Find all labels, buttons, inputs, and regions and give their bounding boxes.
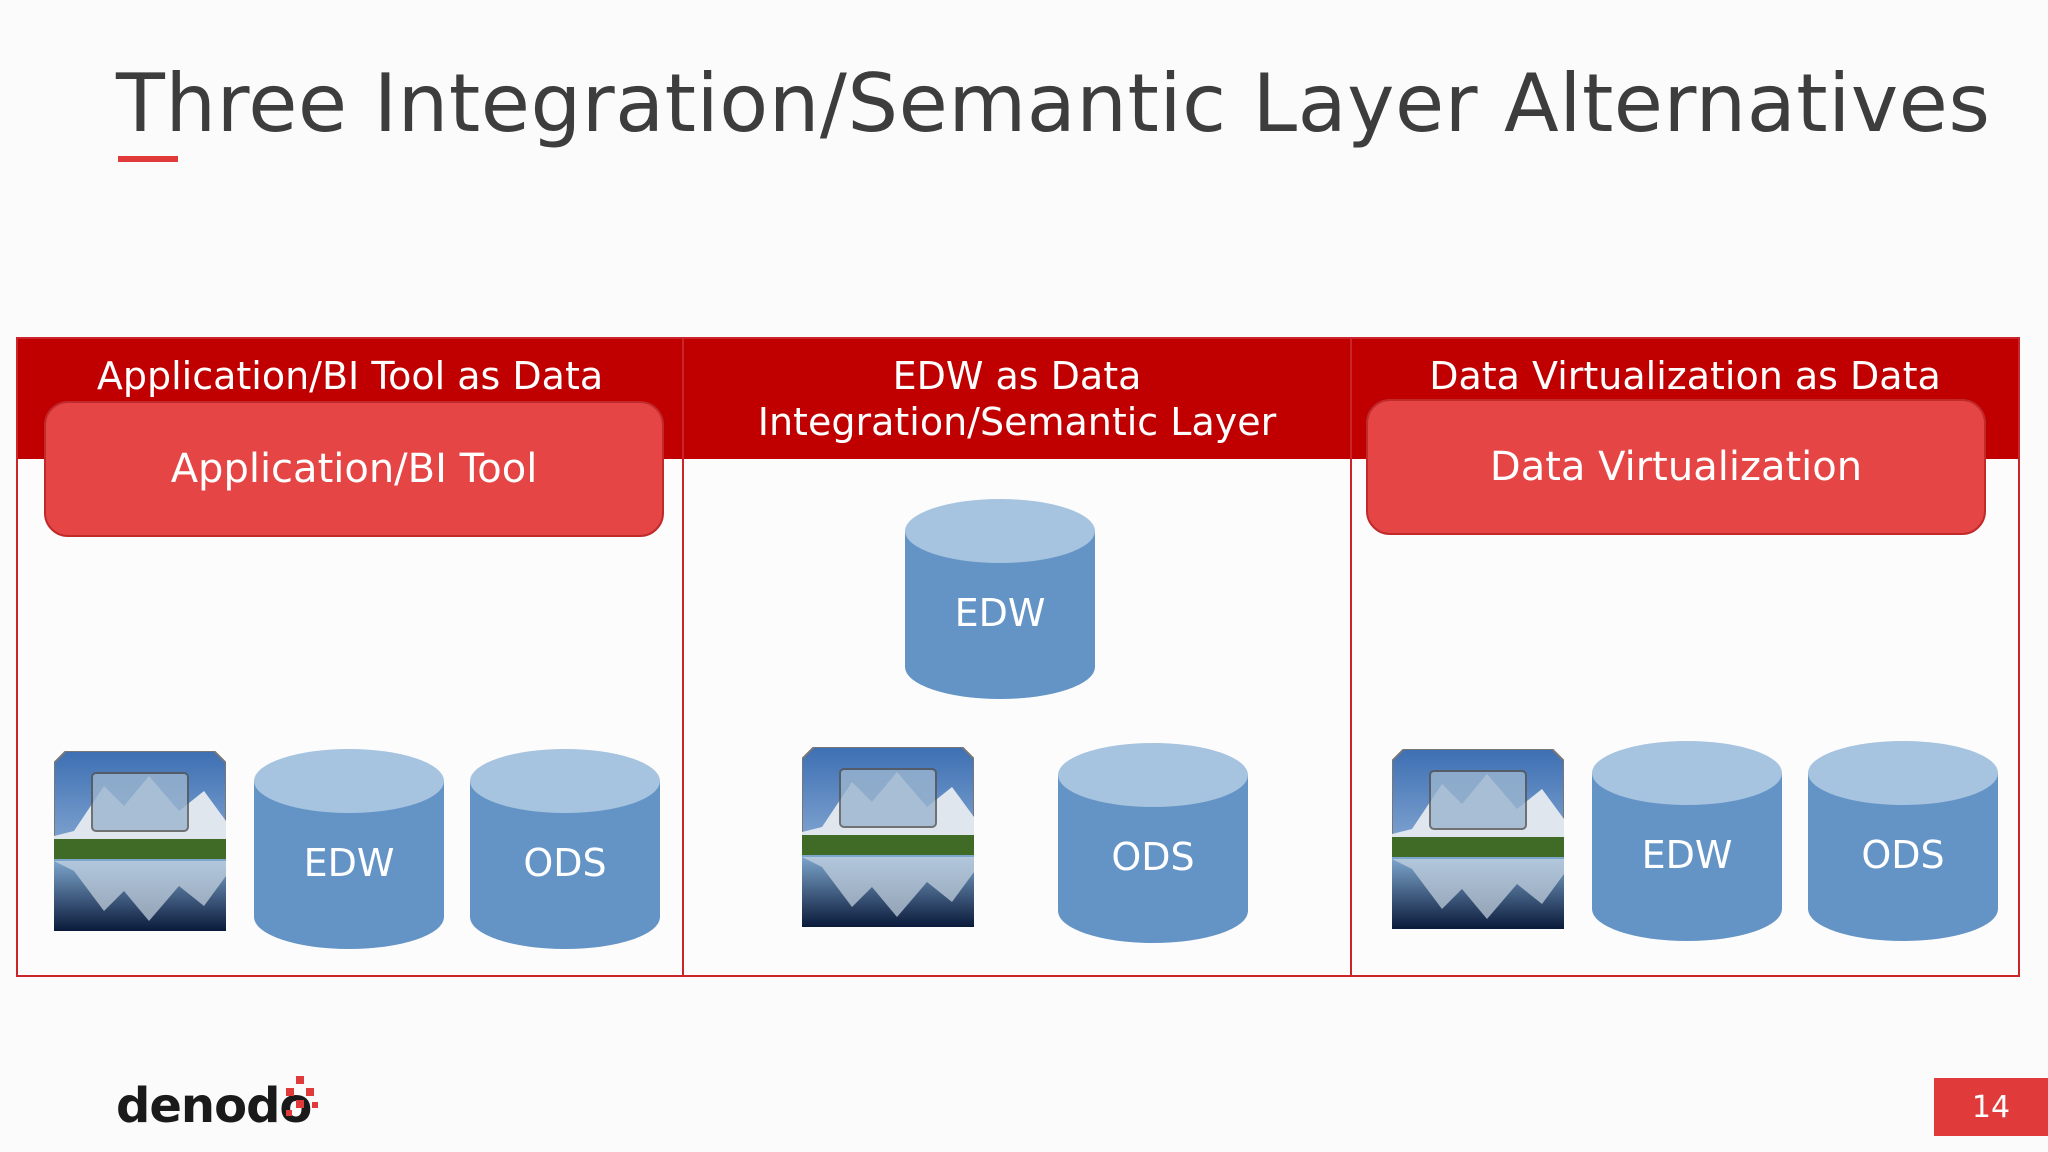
application-bi-tool-box: Application/BI Tool <box>44 401 664 537</box>
ods-database-cylinder: ODS <box>470 749 660 949</box>
column-edw: EDW as Data Integration/Semantic Layer E… <box>684 337 1352 977</box>
image-source-icon <box>1391 748 1565 930</box>
cylinder-label: EDW <box>954 591 1046 635</box>
denodo-logo: denodo <box>116 1078 312 1134</box>
edw-layer-cylinder: EDW <box>905 499 1095 699</box>
slide-title: Three Integration/Semantic Layer Alterna… <box>116 57 1991 150</box>
cylinder-label: EDW <box>1641 833 1733 877</box>
image-source-icon <box>801 746 975 928</box>
edw-database-cylinder: EDW <box>1592 741 1782 941</box>
page-number: 14 <box>1934 1078 2048 1136</box>
data-virtualization-box: Data Virtualization <box>1366 399 1986 535</box>
cylinder-label: ODS <box>1111 835 1195 879</box>
column-data-virtualization: Data Virtualization as Data Integration/… <box>1352 337 2020 977</box>
column-header: EDW as Data Integration/Semantic Layer <box>684 339 1350 459</box>
edw-database-cylinder: EDW <box>254 749 444 949</box>
cylinder-label: EDW <box>303 841 395 885</box>
cylinder-label: ODS <box>523 841 607 885</box>
column-application-bi: Application/BI Tool as Data Integration/… <box>16 337 684 977</box>
ods-database-cylinder: ODS <box>1808 741 1998 941</box>
cylinder-label: ODS <box>1861 833 1945 877</box>
denodo-logo-dots-icon <box>286 1076 318 1116</box>
ods-database-cylinder: ODS <box>1058 743 1248 943</box>
image-source-icon <box>53 750 227 932</box>
title-underline <box>118 156 178 162</box>
